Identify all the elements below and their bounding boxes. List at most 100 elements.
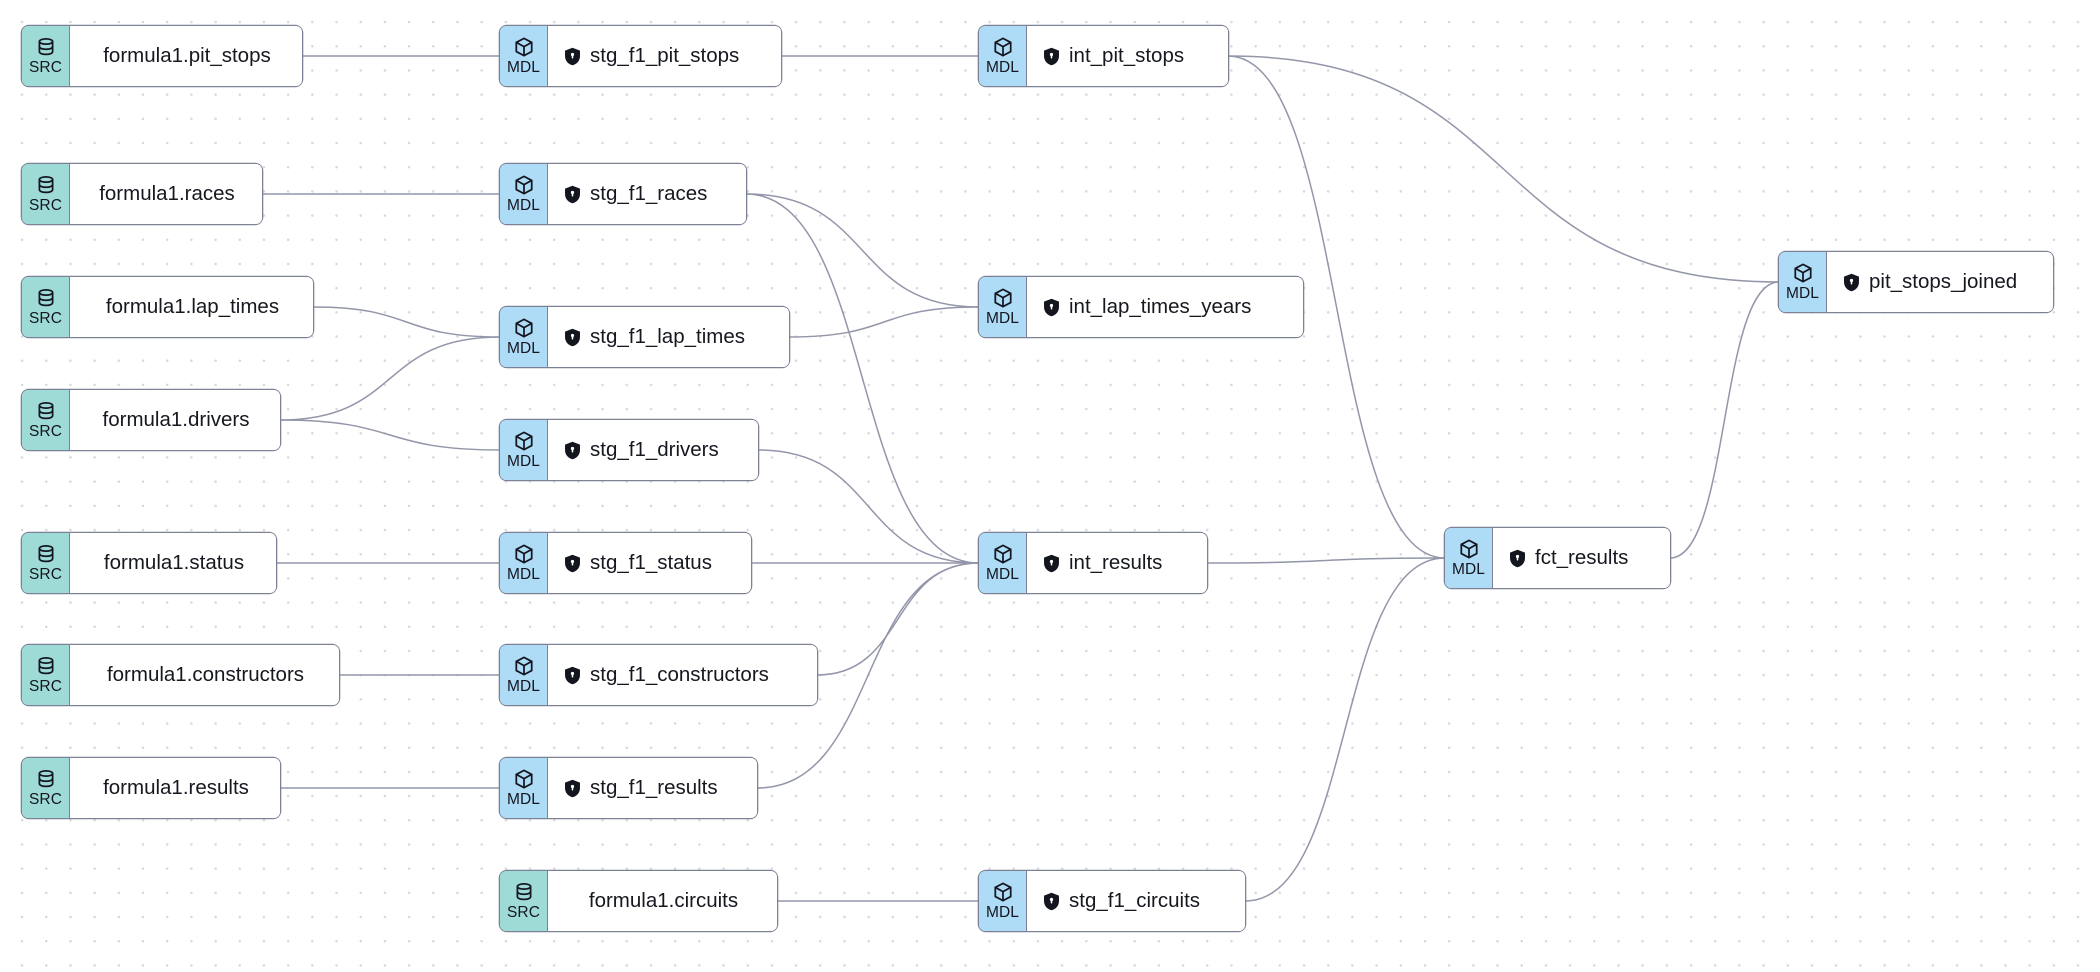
node-stg_lap_times[interactable]: MDL stg_f1_lap_times <box>500 307 789 367</box>
shield-icon <box>564 47 581 66</box>
source-badge: SRC <box>22 26 70 86</box>
node-src_circuits[interactable]: SRC formula1.circuits <box>500 871 777 931</box>
model-badge: MDL <box>1779 252 1827 312</box>
cube-icon <box>1792 262 1814 284</box>
node-body: stg_f1_races <box>548 164 746 224</box>
database-icon <box>513 881 535 903</box>
badge-label: MDL <box>1451 561 1486 579</box>
shield-icon <box>1043 554 1060 573</box>
node-body: formula1.drivers <box>70 390 280 450</box>
badge-label: MDL <box>506 197 541 215</box>
shield-icon <box>1043 47 1060 66</box>
node-label: stg_f1_drivers <box>590 437 719 461</box>
source-badge: SRC <box>22 533 70 593</box>
node-src_pit_stops[interactable]: SRC formula1.pit_stops <box>22 26 302 86</box>
badge-label: MDL <box>506 791 541 809</box>
database-icon <box>35 655 57 677</box>
node-body: formula1.circuits <box>548 871 777 931</box>
edge-src_drivers-to-stg_lap_times <box>279 336 501 421</box>
node-label: int_pit_stops <box>1069 43 1185 67</box>
node-label: formula1.circuits <box>588 888 739 912</box>
node-label: int_lap_times_years <box>1069 294 1252 318</box>
badge-label: MDL <box>985 310 1020 328</box>
node-label: pit_stops_joined <box>1869 269 2018 293</box>
edge-int_pit_stops-to-pit_stops_joined <box>1227 55 1780 283</box>
node-body: stg_f1_pit_stops <box>548 26 781 86</box>
node-body: formula1.lap_times <box>70 277 313 337</box>
node-int_lap_times_years[interactable]: MDL int_lap_times_years <box>979 277 1303 337</box>
node-stg_races[interactable]: MDL stg_f1_races <box>500 164 746 224</box>
node-label: formula1.status <box>103 550 245 574</box>
shield-icon <box>564 441 581 460</box>
database-icon <box>35 36 57 58</box>
cube-icon <box>992 543 1014 565</box>
node-src_status[interactable]: SRC formula1.status <box>22 533 276 593</box>
node-label: stg_f1_circuits <box>1069 888 1201 912</box>
badge-label: MDL <box>506 340 541 358</box>
model-badge: MDL <box>1445 528 1493 588</box>
node-int_pit_stops[interactable]: MDL int_pit_stops <box>979 26 1228 86</box>
node-label: formula1.pit_stops <box>103 43 271 67</box>
node-label: stg_f1_pit_stops <box>590 43 740 67</box>
node-body: formula1.pit_stops <box>70 26 302 86</box>
node-label: formula1.drivers <box>102 407 250 431</box>
badge-label: MDL <box>985 904 1020 922</box>
badge-label: SRC <box>28 678 63 696</box>
shield-icon <box>564 779 581 798</box>
source-badge: SRC <box>22 277 70 337</box>
shield-icon <box>1843 273 1860 292</box>
cube-icon <box>992 36 1014 58</box>
node-body: stg_f1_drivers <box>548 420 758 480</box>
source-badge: SRC <box>22 390 70 450</box>
node-body: stg_f1_lap_times <box>548 307 789 367</box>
cube-icon <box>513 655 535 677</box>
node-stg_results[interactable]: MDL stg_f1_results <box>500 758 757 818</box>
node-label: formula1.lap_times <box>105 294 280 318</box>
badge-label: MDL <box>985 59 1020 77</box>
node-stg_constructors[interactable]: MDL stg_f1_constructors <box>500 645 817 705</box>
cube-icon <box>513 543 535 565</box>
badge-label: MDL <box>1785 285 1820 303</box>
node-label: stg_f1_constructors <box>590 662 769 686</box>
model-badge: MDL <box>979 533 1027 593</box>
badge-label: MDL <box>506 678 541 696</box>
node-body: stg_f1_results <box>548 758 757 818</box>
node-pit_stops_joined[interactable]: MDL pit_stops_joined <box>1779 252 2053 312</box>
node-body: int_pit_stops <box>1027 26 1228 86</box>
node-stg_pit_stops[interactable]: MDL stg_f1_pit_stops <box>500 26 781 86</box>
shield-icon <box>564 185 581 204</box>
database-icon <box>35 543 57 565</box>
source-badge: SRC <box>500 871 548 931</box>
model-badge: MDL <box>500 420 548 480</box>
model-badge: MDL <box>979 871 1027 931</box>
database-icon <box>35 174 57 196</box>
model-badge: MDL <box>500 26 548 86</box>
node-src_drivers[interactable]: SRC formula1.drivers <box>22 390 280 450</box>
edge-src_lap_times-to-stg_lap_times <box>312 306 501 338</box>
node-label: formula1.races <box>99 181 235 205</box>
node-stg_circuits[interactable]: MDL stg_f1_circuits <box>979 871 1245 931</box>
database-icon <box>35 400 57 422</box>
cube-icon <box>513 317 535 339</box>
model-badge: MDL <box>979 277 1027 337</box>
badge-label: SRC <box>28 59 63 77</box>
badge-label: SRC <box>28 566 63 584</box>
node-label: formula1.results <box>103 775 249 799</box>
edge-stg_lap_times-to-int_lap_times_years <box>788 306 980 338</box>
badge-label: MDL <box>985 566 1020 584</box>
node-stg_drivers[interactable]: MDL stg_f1_drivers <box>500 420 758 480</box>
node-src_lap_times[interactable]: SRC formula1.lap_times <box>22 277 313 337</box>
edge-stg_circuits-to-fct_results <box>1244 557 1446 902</box>
edge-stg_races-to-int_lap_times_years <box>745 193 980 308</box>
shield-icon <box>1043 892 1060 911</box>
node-body: stg_f1_status <box>548 533 751 593</box>
badge-label: SRC <box>28 310 63 328</box>
